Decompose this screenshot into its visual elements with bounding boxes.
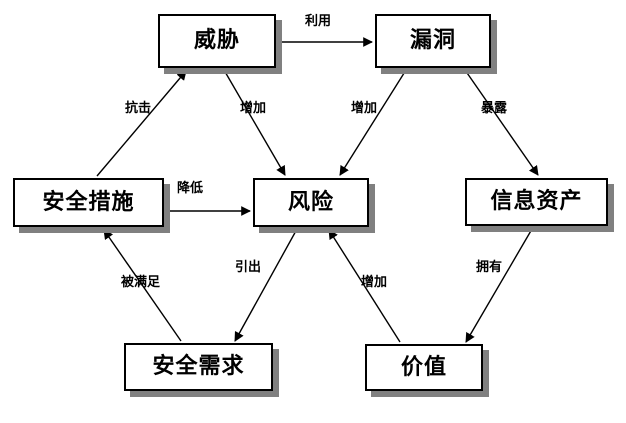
- node-value[interactable]: 价值: [365, 344, 483, 391]
- edge-label-vulnerability-exposes-asset: 暴露: [481, 101, 508, 116]
- node-requirement[interactable]: 安全需求: [124, 343, 273, 391]
- node-safeguard[interactable]: 安全措施: [13, 178, 164, 227]
- edge-label-requirement-satisfied-by-safeguard: 被满足: [121, 275, 161, 290]
- edge-line-vulnerability-increases-risk: [339, 69, 407, 176]
- edge-line-risk-derives-requirement: [234, 228, 298, 342]
- edge-label-value-increases-risk: 增加: [361, 275, 388, 290]
- edge-line-safeguard-resists-threat: [96, 70, 187, 177]
- edge-line-threat-increases-risk: [223, 69, 286, 176]
- node-label-vulnerability: 漏洞: [409, 28, 456, 53]
- edge-label-asset-has-value: 拥有: [476, 260, 503, 275]
- node-risk[interactable]: 风险: [253, 178, 369, 227]
- edge-line-requirement-satisfied-by-safeguard: [103, 229, 182, 342]
- edge-label-vulnerability-increases-risk: 增加: [351, 101, 378, 116]
- node-threat[interactable]: 威胁: [158, 14, 276, 68]
- node-label-risk: 风险: [287, 189, 334, 215]
- node-label-requirement: 安全需求: [152, 354, 245, 379]
- node-label-value: 价值: [400, 354, 447, 380]
- edge-label-safeguard-reduces-risk: 降低: [177, 181, 204, 196]
- edge-line-value-increases-risk: [328, 229, 401, 343]
- node-asset[interactable]: 信息资产: [465, 178, 608, 226]
- edge-label-risk-derives-requirement: 引出: [235, 260, 262, 275]
- edge-label-threat-increases-risk: 增加: [240, 101, 267, 116]
- node-label-asset: 信息资产: [490, 189, 583, 214]
- edge-line-vulnerability-exposes-asset: [464, 69, 539, 176]
- edge-line-asset-has-value: [465, 228, 533, 343]
- edge-label-safeguard-resists-threat: 抗击: [125, 101, 152, 116]
- edge-label-threat-exploits-vulnerability: 利用: [305, 14, 332, 29]
- node-label-safeguard: 安全措施: [42, 189, 135, 215]
- node-vulnerability[interactable]: 漏洞: [375, 14, 491, 68]
- node-label-threat: 威胁: [193, 28, 240, 53]
